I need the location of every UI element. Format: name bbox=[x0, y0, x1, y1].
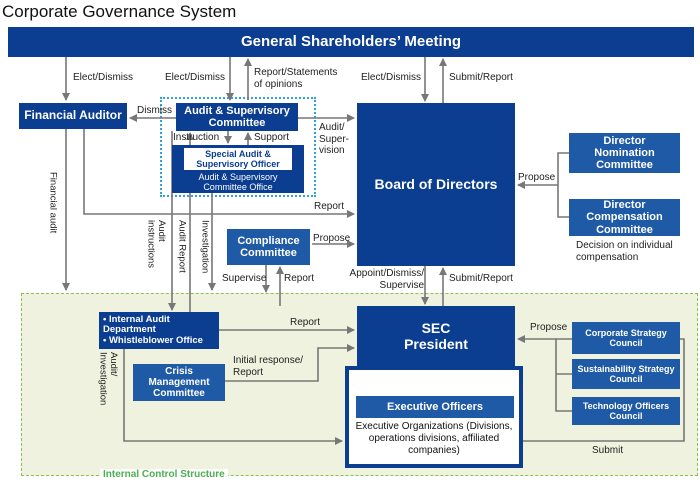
committee-office-label: Audit & Supervisory Committee Office bbox=[198, 172, 278, 193]
label-investigation: Investigation bbox=[199, 220, 211, 274]
arrow-submit bbox=[518, 338, 685, 442]
label-audit-report: Audit Report bbox=[176, 220, 188, 273]
label-supervise: Supervise bbox=[222, 273, 267, 284]
strategy-council-box: Corporate Strategy Council bbox=[572, 322, 680, 354]
label-propose-committees: Propose bbox=[518, 172, 556, 183]
compliance-committee-box: Compliance Committee bbox=[227, 229, 310, 265]
label-propose-compliance: Propose bbox=[313, 233, 351, 244]
audit-committee-box: Audit & Supervisory Committee bbox=[176, 103, 298, 131]
committee-office-box: Special Audit & Supervisory Officer Audi… bbox=[172, 145, 304, 193]
label-submit-report-top: Submit/Report bbox=[449, 72, 513, 83]
label-dismiss: Dismiss bbox=[137, 105, 172, 116]
nomination-committee-label: Director Nomination Committee bbox=[594, 134, 655, 172]
internal-control-label: Internal Control Structure bbox=[100, 469, 228, 480]
label-audit-supervision: Audit/ Super- vision bbox=[319, 122, 350, 156]
technology-council-label: Technology Officers Council bbox=[582, 400, 670, 421]
label-support: Support bbox=[254, 132, 290, 143]
special-officer-label: Special Audit & Supervisory Officer bbox=[196, 148, 280, 169]
label-audit-investigation: Audit/ Investigation bbox=[97, 352, 119, 406]
president-label: President bbox=[404, 336, 468, 352]
label-report-board: Report bbox=[314, 201, 345, 212]
label-initial-response: Initial response/ Report bbox=[233, 355, 304, 378]
label-report-statements: Report/Statements of opinions bbox=[254, 67, 338, 90]
president-box: SEC President bbox=[357, 306, 515, 368]
label-appoint: Appoint/Dismiss/ Supervise bbox=[349, 268, 424, 291]
crisis-committee-box: Crisis Management Committee bbox=[133, 364, 225, 401]
label-submit: Submit bbox=[592, 445, 624, 456]
arrow-report-board bbox=[83, 129, 355, 218]
label-submit-report-mid: Submit/Report bbox=[449, 273, 513, 284]
board-of-directors-box: Board of Directors bbox=[357, 103, 515, 266]
page-title: Corporate Governance System bbox=[2, 2, 237, 21]
label-decision: Decision on individual compensation bbox=[576, 240, 673, 263]
special-officer-box: Special Audit & Supervisory Officer bbox=[184, 148, 292, 170]
executive-organizations-text: Executive Organizations (Divisions, oper… bbox=[355, 421, 513, 456]
shareholders-meeting-box: General Shareholders’ Meeting bbox=[8, 27, 694, 57]
financial-auditor-box: Financial Auditor bbox=[19, 103, 127, 129]
whistleblower-label: • Whistleblower Office bbox=[103, 334, 203, 346]
label-report-internal: Report bbox=[290, 317, 321, 328]
label-report-compliance: Report bbox=[284, 273, 315, 284]
label-financial-audit: Financial audit bbox=[47, 172, 59, 234]
arrow-audit-investigation bbox=[123, 349, 343, 445]
shareholders-meeting-label: General Shareholders’ Meeting bbox=[240, 32, 462, 50]
crisis-committee-label: Crisis Management Committee bbox=[148, 365, 210, 400]
executive-officers-label: Executive Officers bbox=[387, 400, 483, 413]
compensation-committee-box: Director Compensation Committee bbox=[569, 199, 680, 236]
label-elect-dismiss-1: Elect/Dismiss bbox=[73, 72, 134, 83]
compliance-committee-label: Compliance Committee bbox=[237, 234, 300, 259]
internal-audit-box: • Internal Audit Department • Whistleblo… bbox=[99, 312, 219, 349]
label-elect-dismiss-3: Elect/Dismiss bbox=[361, 72, 422, 83]
compensation-committee-label: Director Compensation Committee bbox=[586, 199, 663, 236]
nomination-committee-box: Director Nomination Committee bbox=[569, 133, 680, 173]
sustainability-council-label: Sustainability Strategy Council bbox=[577, 363, 675, 384]
label-instruction: Instruction bbox=[173, 132, 220, 143]
sustainability-council-box: Sustainability Strategy Council bbox=[572, 359, 680, 389]
arrow-initial-response bbox=[225, 344, 355, 382]
label-elect-dismiss-2: Elect/Dismiss bbox=[165, 72, 226, 83]
internal-audit-label: • Internal Audit Department bbox=[103, 313, 170, 336]
technology-council-box: Technology Officers Council bbox=[572, 397, 680, 425]
financial-auditor-label: Financial Auditor bbox=[24, 108, 122, 123]
board-of-directors-label: Board of Directors bbox=[374, 175, 498, 192]
strategy-council-label: Corporate Strategy Council bbox=[585, 327, 667, 348]
audit-committee-group bbox=[160, 97, 316, 197]
label-audit-instructions: Audit instructions bbox=[145, 220, 167, 269]
sec-label: SEC bbox=[421, 320, 451, 337]
executive-officers-box: Executive Officers bbox=[356, 396, 514, 418]
audit-committee-label: Audit & Supervisory Committee bbox=[184, 104, 290, 129]
label-propose-councils: Propose bbox=[530, 322, 568, 333]
